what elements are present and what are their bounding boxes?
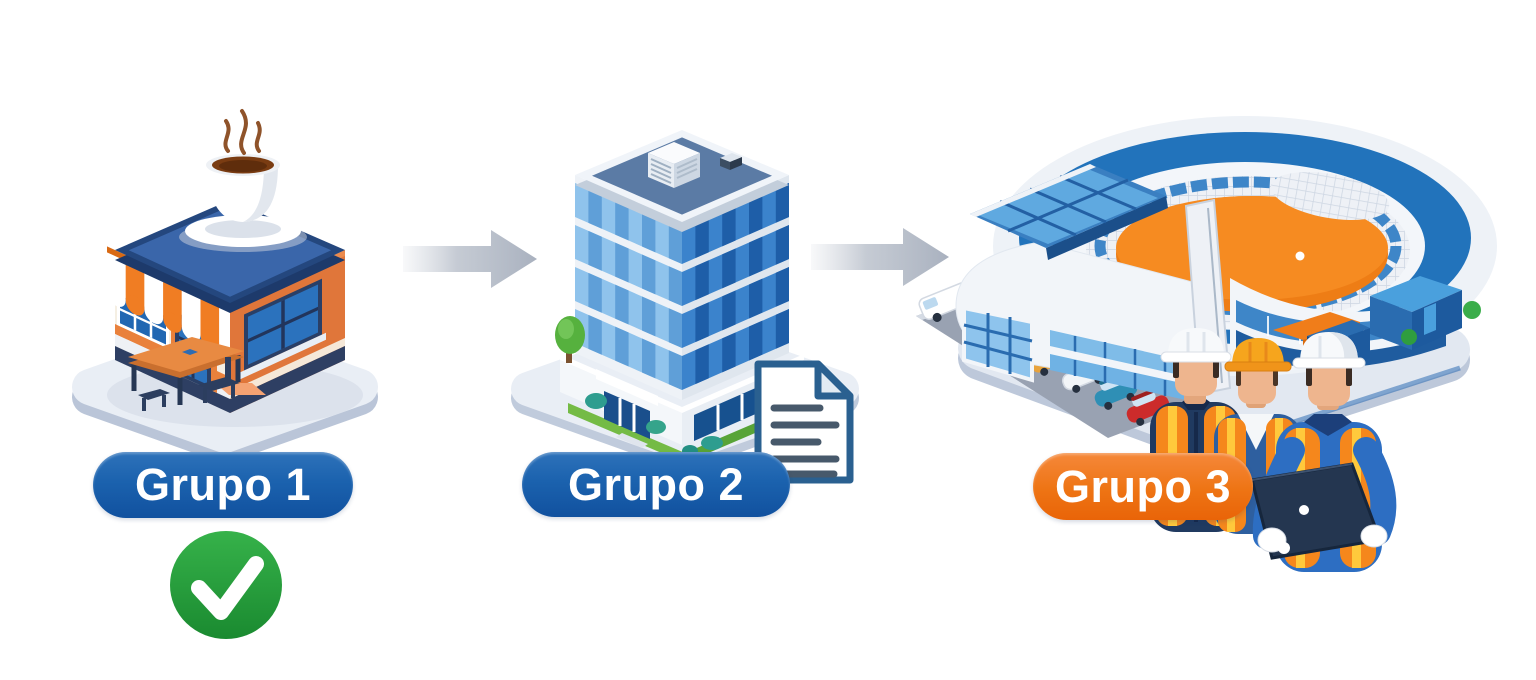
tower-right-face bbox=[682, 174, 790, 400]
bush bbox=[1401, 329, 1417, 345]
cafe-chair bbox=[198, 357, 240, 403]
hard-hat-white bbox=[1292, 332, 1366, 369]
stadium-illustration bbox=[916, 116, 1497, 572]
checkmark-icon bbox=[170, 531, 282, 639]
steam bbox=[223, 109, 262, 155]
glove bbox=[1257, 524, 1388, 554]
worker-3 bbox=[1250, 332, 1397, 572]
document-text-lines bbox=[770, 404, 840, 478]
solar-roof bbox=[970, 164, 1168, 260]
entrance bbox=[596, 369, 658, 448]
arrow-right-icon bbox=[811, 228, 949, 286]
arrow-right-icon bbox=[403, 230, 537, 288]
lawn-left bbox=[568, 403, 685, 463]
bush bbox=[1463, 301, 1481, 319]
ac-unit bbox=[648, 142, 700, 188]
stadium-left-wing bbox=[955, 164, 1205, 404]
arm bbox=[1353, 437, 1397, 545]
cafe-chair-2 bbox=[138, 389, 170, 411]
glass-right bbox=[682, 182, 790, 390]
group-2-badge[interactable]: Grupo 2 bbox=[522, 452, 790, 517]
group-1-badge[interactable]: Grupo 1 bbox=[93, 452, 353, 518]
hard-hat-white bbox=[1160, 328, 1232, 363]
wing-glass-rows bbox=[1050, 330, 1204, 404]
car bbox=[1126, 389, 1170, 426]
coffee-shop-illustration bbox=[72, 109, 378, 455]
glass-left bbox=[575, 183, 683, 391]
tower-left-face bbox=[575, 174, 683, 401]
group-2-label: Grupo 2 bbox=[567, 458, 744, 510]
office-roof bbox=[575, 130, 789, 232]
corner-window bbox=[962, 305, 1034, 383]
hard-hat-orange bbox=[1224, 338, 1292, 372]
cafe-table bbox=[128, 337, 244, 411]
group-3-badge[interactable]: Grupo 3 bbox=[1033, 453, 1253, 520]
coffee-cup bbox=[179, 109, 307, 252]
group-3-label: Grupo 3 bbox=[1054, 460, 1231, 512]
group-1-label: Grupo 1 bbox=[134, 459, 311, 510]
roof-vent bbox=[720, 153, 742, 170]
shop-side-window bbox=[240, 278, 326, 380]
